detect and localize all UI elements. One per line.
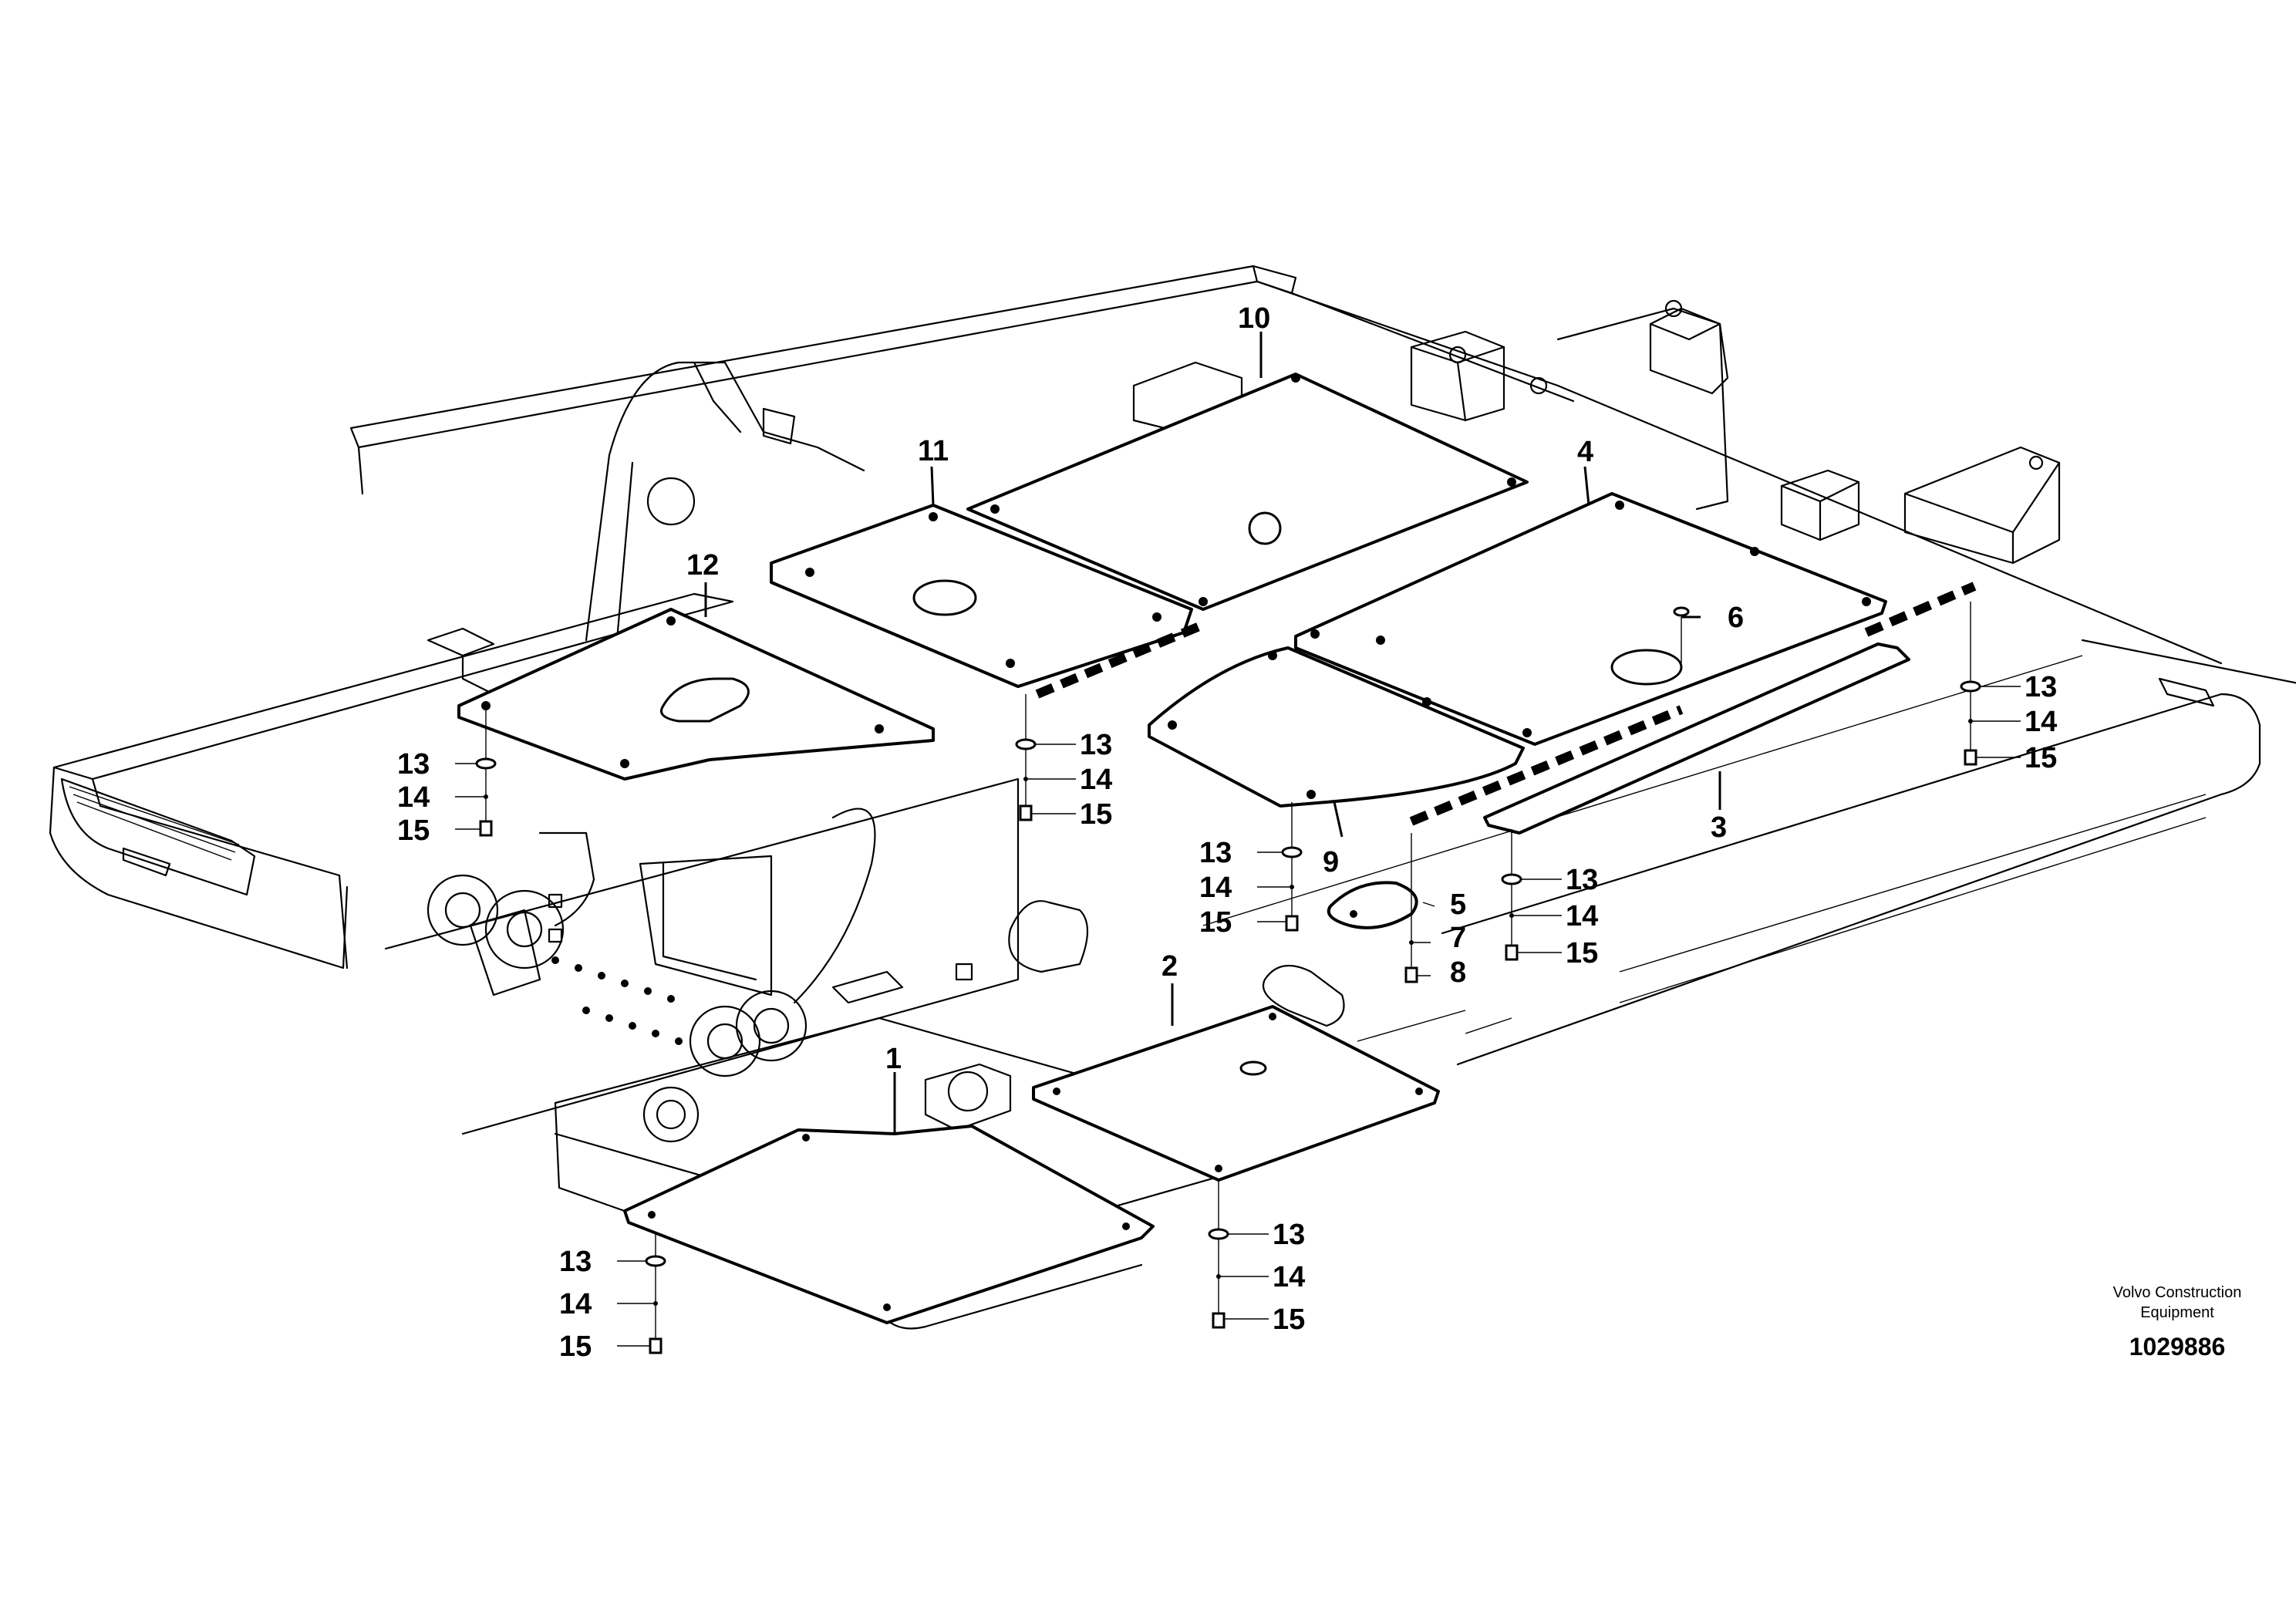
callout-14-plate3: 14	[1566, 900, 1598, 932]
brand-line-1: Volvo Construction	[2113, 1284, 2242, 1301]
callout-13-plate1: 13	[559, 1246, 592, 1278]
callout-5: 5	[1450, 889, 1466, 921]
callout-13-plate2: 13	[1273, 1219, 1305, 1251]
callout-14-plate4: 14	[2025, 706, 2057, 738]
callout-13-plate12: 13	[397, 748, 430, 781]
callout-15-plate12: 15	[397, 814, 430, 847]
cover-plate-3	[1483, 642, 1910, 835]
fastener-stack-1	[645, 1255, 666, 1354]
callout-8: 8	[1450, 956, 1466, 989]
brand-block: Volvo Construction Equipment 1029886	[2113, 1284, 2242, 1361]
callout-3: 3	[1711, 811, 1727, 844]
callout-9: 9	[1323, 846, 1339, 878]
callout-6: 6	[1728, 602, 1744, 634]
callout-7: 7	[1450, 922, 1466, 954]
callout-13-plate11: 13	[1080, 729, 1112, 761]
fastener-stack-2	[1208, 1228, 1229, 1329]
brand-line-2: Equipment	[2140, 1304, 2214, 1321]
callout-15-plate2: 15	[1273, 1303, 1305, 1336]
callout-10: 10	[1238, 302, 1270, 335]
fastener-stack-12	[475, 757, 497, 837]
cover-plate-10	[966, 373, 1529, 611]
callout-labels: 10 11 12 4 6 9 3 5 7 8 2 1 13 14 15 13 1…	[397, 302, 2057, 1363]
callout-15-plate1: 15	[559, 1330, 592, 1363]
callout-15-plate9: 15	[1199, 906, 1232, 939]
callout-13-plate4: 13	[2025, 671, 2057, 703]
callout-14-plate1: 14	[559, 1288, 592, 1320]
fastener-stack-11	[1015, 738, 1037, 821]
fasteners	[455, 606, 2021, 1354]
callout-4: 4	[1577, 436, 1593, 468]
callout-13-plate3: 13	[1566, 864, 1598, 896]
callout-15-plate4: 15	[2025, 742, 2057, 774]
cover-plate-11	[770, 504, 1193, 688]
callout-14-plate12: 14	[397, 781, 430, 814]
leader-lines	[485, 332, 1971, 1350]
cover-plate-1	[623, 1125, 1155, 1324]
cover-plate-9	[1148, 646, 1525, 808]
cover-plate-5	[1327, 881, 1418, 929]
document-number: 1029886	[2129, 1333, 2226, 1361]
callout-15-plate11: 15	[1080, 798, 1112, 831]
callout-15-plate3: 15	[1566, 937, 1598, 969]
cover-plate-2	[1032, 1005, 1440, 1182]
callout-2: 2	[1161, 950, 1178, 983]
upper-frame-structure	[49, 265, 2296, 1330]
callout-12: 12	[686, 549, 719, 582]
callout-11: 11	[918, 435, 949, 467]
floor-bolt-holes	[551, 956, 683, 1045]
cover-plate-4	[1294, 492, 1887, 746]
fastener-6	[1673, 606, 1690, 617]
dashed-cut-lines	[1035, 582, 1977, 826]
cover-plate-12	[457, 608, 935, 781]
callout-14-plate2: 14	[1273, 1261, 1305, 1293]
callout-14-plate11: 14	[1080, 764, 1112, 796]
fastener-stack-5	[1404, 940, 1418, 983]
callout-14-plate9: 14	[1199, 872, 1232, 904]
callout-1: 1	[885, 1043, 902, 1075]
fastener-stack-3	[1501, 873, 1522, 961]
callout-13-plate9: 13	[1199, 837, 1232, 869]
